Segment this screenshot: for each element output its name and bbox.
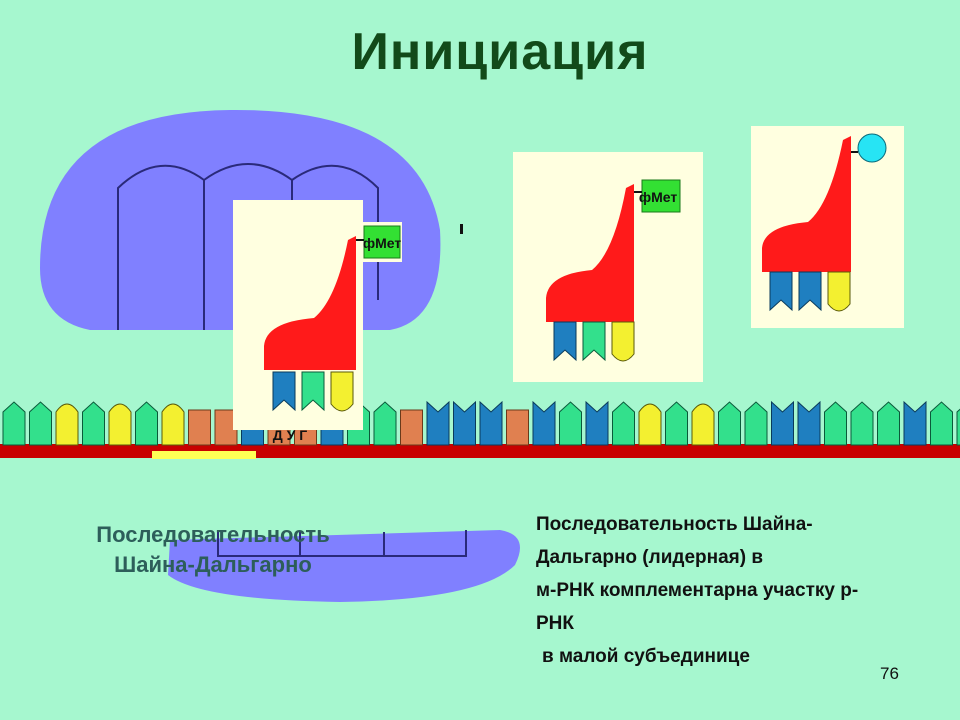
fmet-label-2: фМет: [639, 189, 678, 205]
anticodon-1: [272, 371, 354, 412]
mrna-codon-yellow: [638, 403, 662, 446]
amino-acid-circle: [857, 133, 887, 163]
caption-right-line-2: Дальгарно (лидерная) в: [536, 547, 764, 568]
slide-title: Инициация: [351, 23, 649, 81]
mrna-codon-blue: [453, 400, 476, 446]
mrna-codon-green: [850, 401, 874, 446]
caption-right-line-1: Последовательность Шайна-: [536, 514, 813, 535]
anticodon-1-base-3: [330, 371, 354, 412]
anticodon-2-base-1: [553, 321, 577, 362]
anticodon-3: [769, 271, 851, 312]
mrna-codon-green: [877, 401, 900, 446]
mrna-codon-green: [956, 408, 960, 446]
fmet-box-1: [363, 225, 401, 259]
caption-right-line-3: м-РНК комплементарна участку р-: [536, 580, 859, 601]
anticodon-3-base-2: [798, 271, 822, 312]
mrna-codon-green: [930, 401, 953, 446]
trna-card-2: фМет: [513, 152, 703, 382]
mrna-codon-blue: [532, 400, 556, 446]
mrna-codon-yellow: [55, 403, 79, 446]
mrna-codon-green: [718, 401, 741, 446]
mrna-codon-green: [135, 401, 158, 446]
mrna-codon-yellow: [108, 403, 132, 446]
mrna-codon-green: [559, 401, 582, 446]
caption-left-line-2: Шайна-Дальгарно: [114, 552, 312, 577]
mrna-codon-green: [29, 401, 52, 446]
caption-left-line-1: Последовательность: [96, 522, 330, 547]
mrna-codon-blue: [797, 400, 821, 446]
mrna-codon-orange: [506, 409, 529, 446]
anticodon-1-base-1: [272, 371, 296, 412]
anticodon-2-base-2: [582, 321, 606, 362]
mrna-base-letters: Д У Г: [273, 427, 307, 443]
mrna-codon-green: [2, 401, 26, 446]
anticodon-1-base-2: [301, 371, 325, 412]
small-subunit-sites: [217, 530, 467, 557]
mrna-codon-yellow: [161, 403, 185, 446]
mrna-codon-yellow: [691, 403, 715, 446]
page-number: 76: [880, 664, 899, 683]
trna-body-2: [546, 184, 634, 322]
mrna-codon-blue: [903, 400, 927, 446]
anticodon-3-base-1: [769, 271, 793, 312]
mrna-codon-green: [824, 401, 847, 446]
mrna-codon-green: [744, 401, 768, 446]
trna-body-3: [762, 136, 851, 272]
mrna-codon-row: [2, 400, 960, 446]
anticodon-3-base-3: [827, 271, 851, 312]
trna-card-3: [751, 126, 904, 328]
trna-card-1: фМет: [233, 200, 402, 430]
caption-right-line-4: РНК: [536, 613, 574, 634]
shine-dalgarno-bar: [152, 451, 256, 459]
mrna-backbone: [0, 444, 960, 458]
mrna-codon-orange: [400, 409, 423, 446]
mrna-codon-blue: [479, 400, 503, 446]
mrna-codon-green: [373, 401, 397, 446]
caption-right: Последовательность Шайна- Дальгарно (лид…: [536, 508, 946, 673]
anticodon-2: [553, 321, 635, 362]
fmet-label-1: фМет: [363, 235, 402, 251]
small-mark: [460, 224, 463, 234]
mrna-codon-blue: [771, 400, 794, 446]
anticodon-2-base-3: [611, 321, 635, 362]
fmet-box-2: [641, 179, 681, 213]
mrna-codon-blue: [585, 400, 609, 446]
mrna-codon-green: [612, 401, 635, 446]
mrna-codon-green: [82, 401, 105, 446]
caption-right-line-5: в малой субъединице: [542, 646, 750, 667]
mrna-codon-green: [665, 401, 688, 446]
trna-body-1: [264, 236, 356, 370]
mrna-codon-blue: [426, 400, 450, 446]
small-ribosomal-subunit: [168, 530, 520, 602]
caption-left: Последовательность Шайна-Дальгарно: [48, 520, 378, 580]
mrna-codon-orange: [188, 409, 211, 446]
